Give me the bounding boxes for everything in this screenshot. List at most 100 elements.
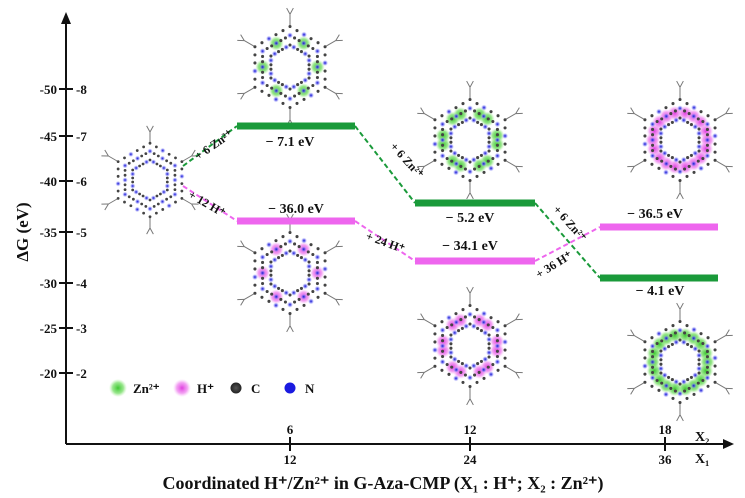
c-atom [685, 396, 689, 400]
c-atom [650, 114, 654, 118]
n-atom [271, 256, 278, 263]
c-atom [265, 83, 269, 88]
bond [325, 87, 336, 94]
bond [191, 203, 196, 211]
bond [676, 80, 681, 88]
bond [149, 227, 154, 235]
c-atom [295, 307, 299, 311]
c-atom [669, 334, 673, 338]
n-atom [690, 160, 697, 167]
c-atom [713, 364, 717, 368]
n-atom [649, 343, 656, 350]
n-atom [641, 140, 649, 148]
c-atom [651, 127, 655, 131]
bond [679, 302, 684, 310]
n-atom [147, 206, 153, 212]
c-atom [503, 150, 507, 154]
n-atom [159, 155, 166, 162]
y-left-tick-label: -50 [40, 82, 57, 97]
c-atom [315, 70, 319, 74]
c-atom [459, 318, 463, 322]
c-atom [468, 97, 472, 102]
y-right-tick-label: -8 [76, 82, 87, 97]
c-atom [123, 173, 127, 177]
c-atom [657, 388, 661, 392]
legend-marker-2 [230, 382, 242, 394]
n-atom [697, 165, 705, 172]
c-atom [296, 289, 300, 293]
n-atom [470, 362, 477, 369]
c-atom [441, 133, 445, 137]
c-atom [299, 286, 303, 290]
c-atom [450, 323, 454, 327]
c-atom [281, 101, 285, 105]
c-atom [323, 85, 327, 89]
c-atom [127, 195, 131, 199]
c-atom [173, 188, 177, 192]
c-atom [643, 126, 647, 130]
n-atom [134, 198, 141, 205]
molecule-zn [417, 80, 523, 200]
c-atom [283, 300, 287, 304]
n-atom [690, 335, 697, 342]
c-atom [655, 119, 659, 124]
n-atom [166, 202, 172, 209]
energy-value-label: − 36.5 eV [627, 207, 683, 222]
bond [505, 319, 516, 326]
c-atom [316, 295, 320, 299]
c-atom [697, 140, 701, 144]
n-atom [680, 339, 687, 346]
y-left-tick-label: -30 [40, 276, 57, 291]
c-atom [468, 160, 472, 164]
c-atom [686, 120, 690, 124]
c-atom [293, 242, 297, 246]
c-atom [459, 164, 463, 168]
c-atom [659, 136, 663, 140]
n-atom [445, 108, 453, 115]
n-atom [300, 293, 307, 300]
c-atom [449, 342, 453, 346]
c-atom [441, 355, 445, 359]
bond [634, 113, 645, 120]
c-atom [696, 381, 700, 385]
n-atom [314, 79, 321, 86]
c-atom [503, 348, 507, 352]
bond [469, 192, 474, 200]
n-atom [271, 283, 278, 290]
c-atom [323, 45, 327, 49]
n-atom [480, 113, 487, 120]
c-atom [687, 164, 691, 168]
bond [104, 203, 109, 211]
legend-marker-3 [284, 382, 296, 394]
n-atom [307, 92, 315, 99]
c-atom [503, 324, 507, 328]
c-atom [433, 150, 437, 154]
c-atom [174, 156, 177, 160]
c-atom [699, 110, 703, 114]
y-left-tick-label: -25 [40, 321, 58, 336]
c-atom [696, 159, 700, 163]
c-atom [297, 245, 301, 249]
n-atom [447, 336, 455, 343]
c-atom [315, 60, 319, 64]
n-atom [439, 358, 446, 365]
c-atom [477, 370, 481, 374]
c-atom [154, 211, 158, 215]
c-atom [269, 273, 273, 277]
n-atom [711, 354, 719, 362]
c-atom [643, 380, 647, 384]
n-atom [273, 293, 280, 300]
n-atom [290, 83, 297, 90]
c-atom [701, 341, 705, 346]
n-atom [314, 48, 321, 55]
c-atom [701, 156, 705, 161]
c-atom [468, 366, 472, 370]
c-atom [270, 250, 274, 254]
c-atom [713, 348, 717, 352]
c-atom [449, 136, 453, 140]
bond [515, 166, 520, 173]
c-atom [479, 359, 483, 363]
c-atom [288, 311, 292, 316]
step-label: + 6 Zn²⁺ [550, 202, 589, 244]
